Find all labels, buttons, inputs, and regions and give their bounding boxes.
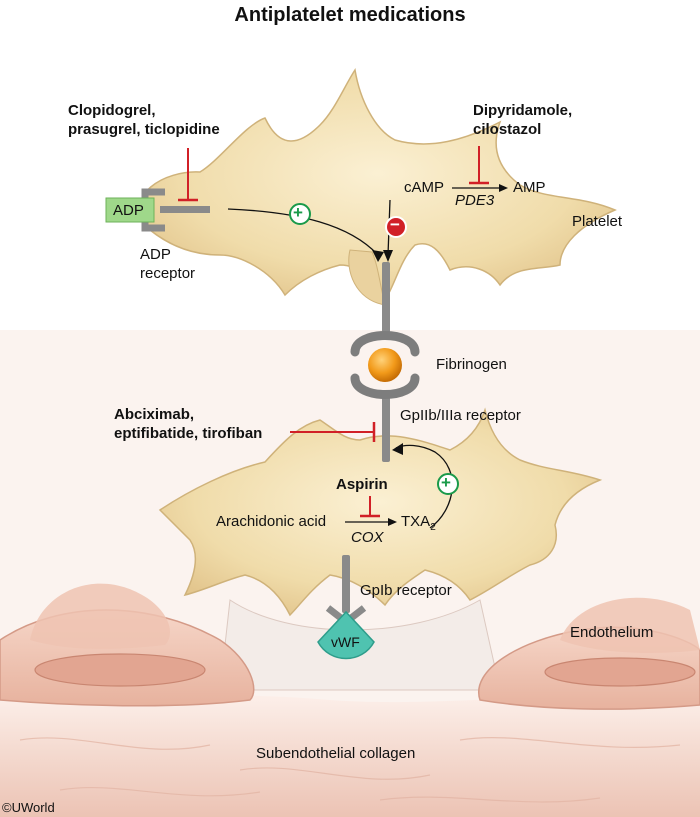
endothelial-dome-right xyxy=(560,597,700,653)
adp-receptor-stem xyxy=(160,206,210,213)
vwf-label: vWF xyxy=(331,634,360,650)
copyright-label: ©UWorld xyxy=(2,800,55,815)
gp2b3a-stalk-bottom xyxy=(382,390,390,462)
arachidonic-acid-label: Arachidonic acid xyxy=(216,513,327,530)
plus-sign-txa: + xyxy=(441,473,451,492)
adp-receptor-label-line1: ADP xyxy=(140,246,171,263)
txa-feedback-arrowhead xyxy=(392,443,403,455)
camp-inhibit-arrowhead xyxy=(383,250,393,262)
dipyridamole-label-line1: Dipyridamole, xyxy=(473,102,573,119)
minus-badge-camp xyxy=(385,216,407,238)
gp1b-stalk xyxy=(342,555,350,613)
plus-badge-txa xyxy=(437,473,459,495)
endothelial-nucleus-right xyxy=(544,657,696,687)
adp-activation-arrow xyxy=(227,208,379,256)
vwf-shape xyxy=(317,610,375,660)
txa2-label: TXA2 xyxy=(401,513,436,537)
aspirin-label: Aspirin xyxy=(336,476,388,493)
subendothelial-layer xyxy=(0,690,700,817)
subendothelial-label: Subendothelial collagen xyxy=(256,745,416,762)
diagram-title: Antiplatelet medications xyxy=(234,4,466,26)
plus-badge-adp xyxy=(289,203,311,225)
camp-label: cAMP xyxy=(404,179,445,196)
gp2b3a-label: GpIIb/IIIa receptor xyxy=(400,407,521,424)
endothelium-label: Endothelium xyxy=(570,624,654,641)
gp1b-label: GpIb receptor xyxy=(360,582,452,599)
platelet-bottom xyxy=(158,407,603,617)
platelet-label: Platelet xyxy=(572,213,623,230)
cox-label: COX xyxy=(351,529,384,546)
abciximab-label-line1: Abciximab, xyxy=(114,406,195,423)
collagen-fibers xyxy=(19,737,681,803)
gp2b3a-cup-top xyxy=(350,331,420,357)
gp2b3a-stalk-top xyxy=(382,262,390,340)
adp-activation-arrowhead xyxy=(372,250,384,262)
gp2b3a-cup-bottom xyxy=(350,373,420,399)
pde3-label: PDE3 xyxy=(455,192,495,209)
minus-sign-camp: − xyxy=(390,215,400,234)
adp-box xyxy=(105,197,155,223)
fibrinogen-label: Fibrinogen xyxy=(436,356,507,373)
endothelial-nucleus-left xyxy=(34,653,206,687)
txa-text: TXA xyxy=(401,513,431,530)
platelet-top xyxy=(139,68,617,302)
dipyridamole-label-line2: cilostazol xyxy=(473,121,542,138)
abciximab-label-line2: eptifibatide, tirofiban xyxy=(114,425,263,442)
endothelial-dome-left xyxy=(30,583,170,649)
plus-sign-adp: + xyxy=(293,203,303,222)
camp-to-amp-arrowhead xyxy=(499,184,508,192)
amp-label: AMP xyxy=(513,179,546,196)
adp-box-label: ADP xyxy=(113,202,144,219)
aa-to-txa-arrowhead xyxy=(388,518,397,526)
txa-subscript: 2 xyxy=(430,522,436,533)
fibrinogen-ball xyxy=(368,348,402,382)
clopidogrel-label-line2: prasugrel, ticlopidine xyxy=(68,121,220,138)
txa-feedback-arrow xyxy=(395,444,453,529)
adp-receptor-label-line2: receptor xyxy=(140,265,196,282)
clopidogrel-label-line1: Clopidogrel, xyxy=(68,102,156,119)
